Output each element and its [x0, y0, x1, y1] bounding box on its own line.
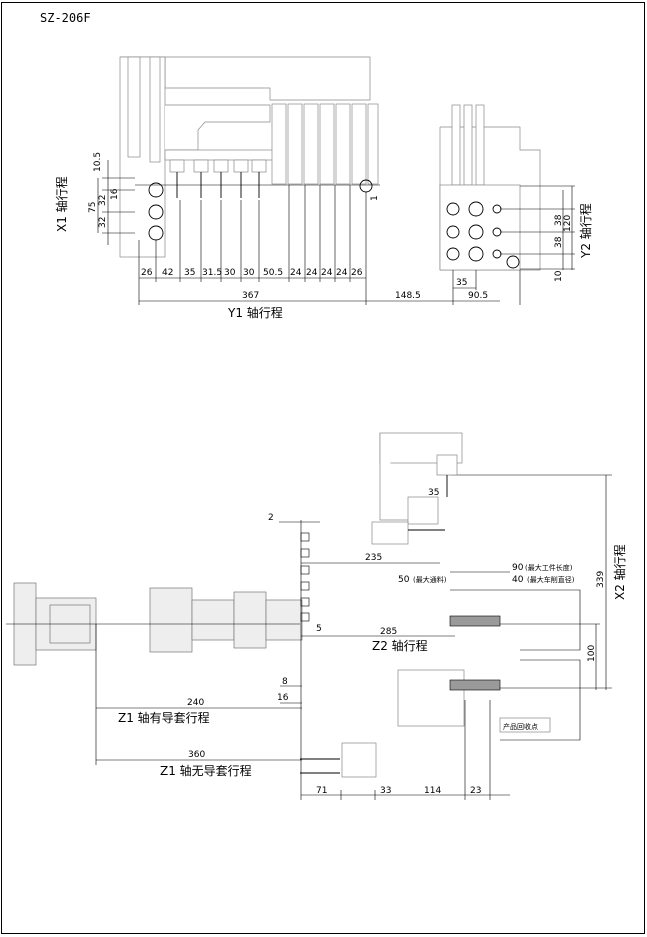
dim-40: 40 [512, 575, 524, 585]
dim-23: 23 [470, 786, 481, 796]
svg-text:50.5: 50.5 [263, 268, 283, 278]
dim-33: 33 [380, 786, 391, 796]
max-tool-length-label: (最大工件长度) [525, 563, 573, 572]
dim-235: 235 [365, 553, 382, 563]
svg-text:24: 24 [336, 268, 348, 278]
dim-32a: 32 [98, 195, 108, 206]
dim-35-top: 35 [456, 278, 467, 288]
dim-50: 50 [398, 575, 410, 585]
dim-100: 100 [587, 645, 597, 662]
dim-367: 367 [242, 291, 259, 301]
dim-35-side: 35 [428, 488, 439, 498]
dim-360: 360 [188, 750, 205, 760]
svg-text:30: 30 [224, 268, 236, 278]
dim-90: 90 [512, 563, 524, 573]
dim-285: 285 [380, 627, 397, 637]
svg-text:24: 24 [290, 268, 302, 278]
dim-1: 1 [370, 195, 380, 201]
main-spindle [6, 582, 303, 666]
dim-32b: 32 [98, 217, 108, 228]
z1-guided-label: Z1 轴有导套行程 [118, 710, 210, 725]
dim-38a: 38 [554, 214, 564, 226]
dim-75: 75 [88, 202, 98, 213]
top-view: 10.5 75 32 32 16 X1 轴行程 26 42 35 [54, 56, 593, 320]
sub-spindle-area [300, 589, 581, 778]
dim-148-5: 148.5 [395, 291, 421, 301]
y2-axis-label: Y2 轴行程 [578, 203, 593, 259]
dim-90-5: 90.5 [468, 291, 488, 301]
dim-114: 114 [424, 786, 441, 796]
svg-text:42: 42 [162, 268, 173, 278]
dim-38b: 38 [554, 236, 564, 248]
dim-71: 71 [316, 786, 327, 796]
gang-tool-column [300, 532, 310, 622]
svg-text:30: 30 [243, 268, 255, 278]
dim-16: 16 [110, 188, 120, 200]
y1-axis-label: Y1 轴行程 [227, 305, 283, 320]
x2-axis-label: X2 轴行程 [612, 544, 627, 600]
z2-axis-label: Z2 轴行程 [372, 638, 428, 653]
svg-text:35: 35 [184, 268, 195, 278]
dim-16-side: 16 [277, 693, 289, 703]
gang-tool-block [119, 56, 380, 258]
side-view: 2 35 235 90 (最大工件长度) 50 (最大通料) 40 (最大车削直… [6, 432, 627, 800]
svg-text:24: 24 [306, 268, 318, 278]
z1-unguided-label: Z1 轴无导套行程 [160, 763, 252, 778]
max-turning-diameter-label: (最大车削直径) [527, 575, 575, 584]
x1-axis-label: X1 轴行程 [54, 176, 69, 232]
dim-10: 10 [554, 270, 564, 282]
dim-10-5: 10.5 [93, 152, 103, 172]
svg-text:26: 26 [141, 268, 153, 278]
dim-2: 2 [268, 513, 274, 523]
svg-text:31.5: 31.5 [202, 268, 222, 278]
product-recovery-point-label: 产品回收点 [503, 722, 538, 731]
dim-339: 339 [596, 571, 606, 588]
bottom-segment-dims: 26 42 35 31.5 30 30 50.5 24 24 24 24 26 [141, 268, 363, 278]
y2-tool-block [439, 104, 575, 305]
model-title: SZ-206F [40, 11, 91, 25]
top-tool-post [371, 432, 463, 545]
dim-120: 120 [563, 215, 573, 232]
svg-text:26: 26 [351, 268, 363, 278]
max-spindle-through-label: (最大通料) [413, 575, 447, 584]
dim-240: 240 [187, 698, 204, 708]
x1-dims [97, 160, 135, 245]
dim-8: 8 [282, 677, 288, 687]
svg-text:24: 24 [321, 268, 333, 278]
dim-5: 5 [316, 624, 322, 634]
